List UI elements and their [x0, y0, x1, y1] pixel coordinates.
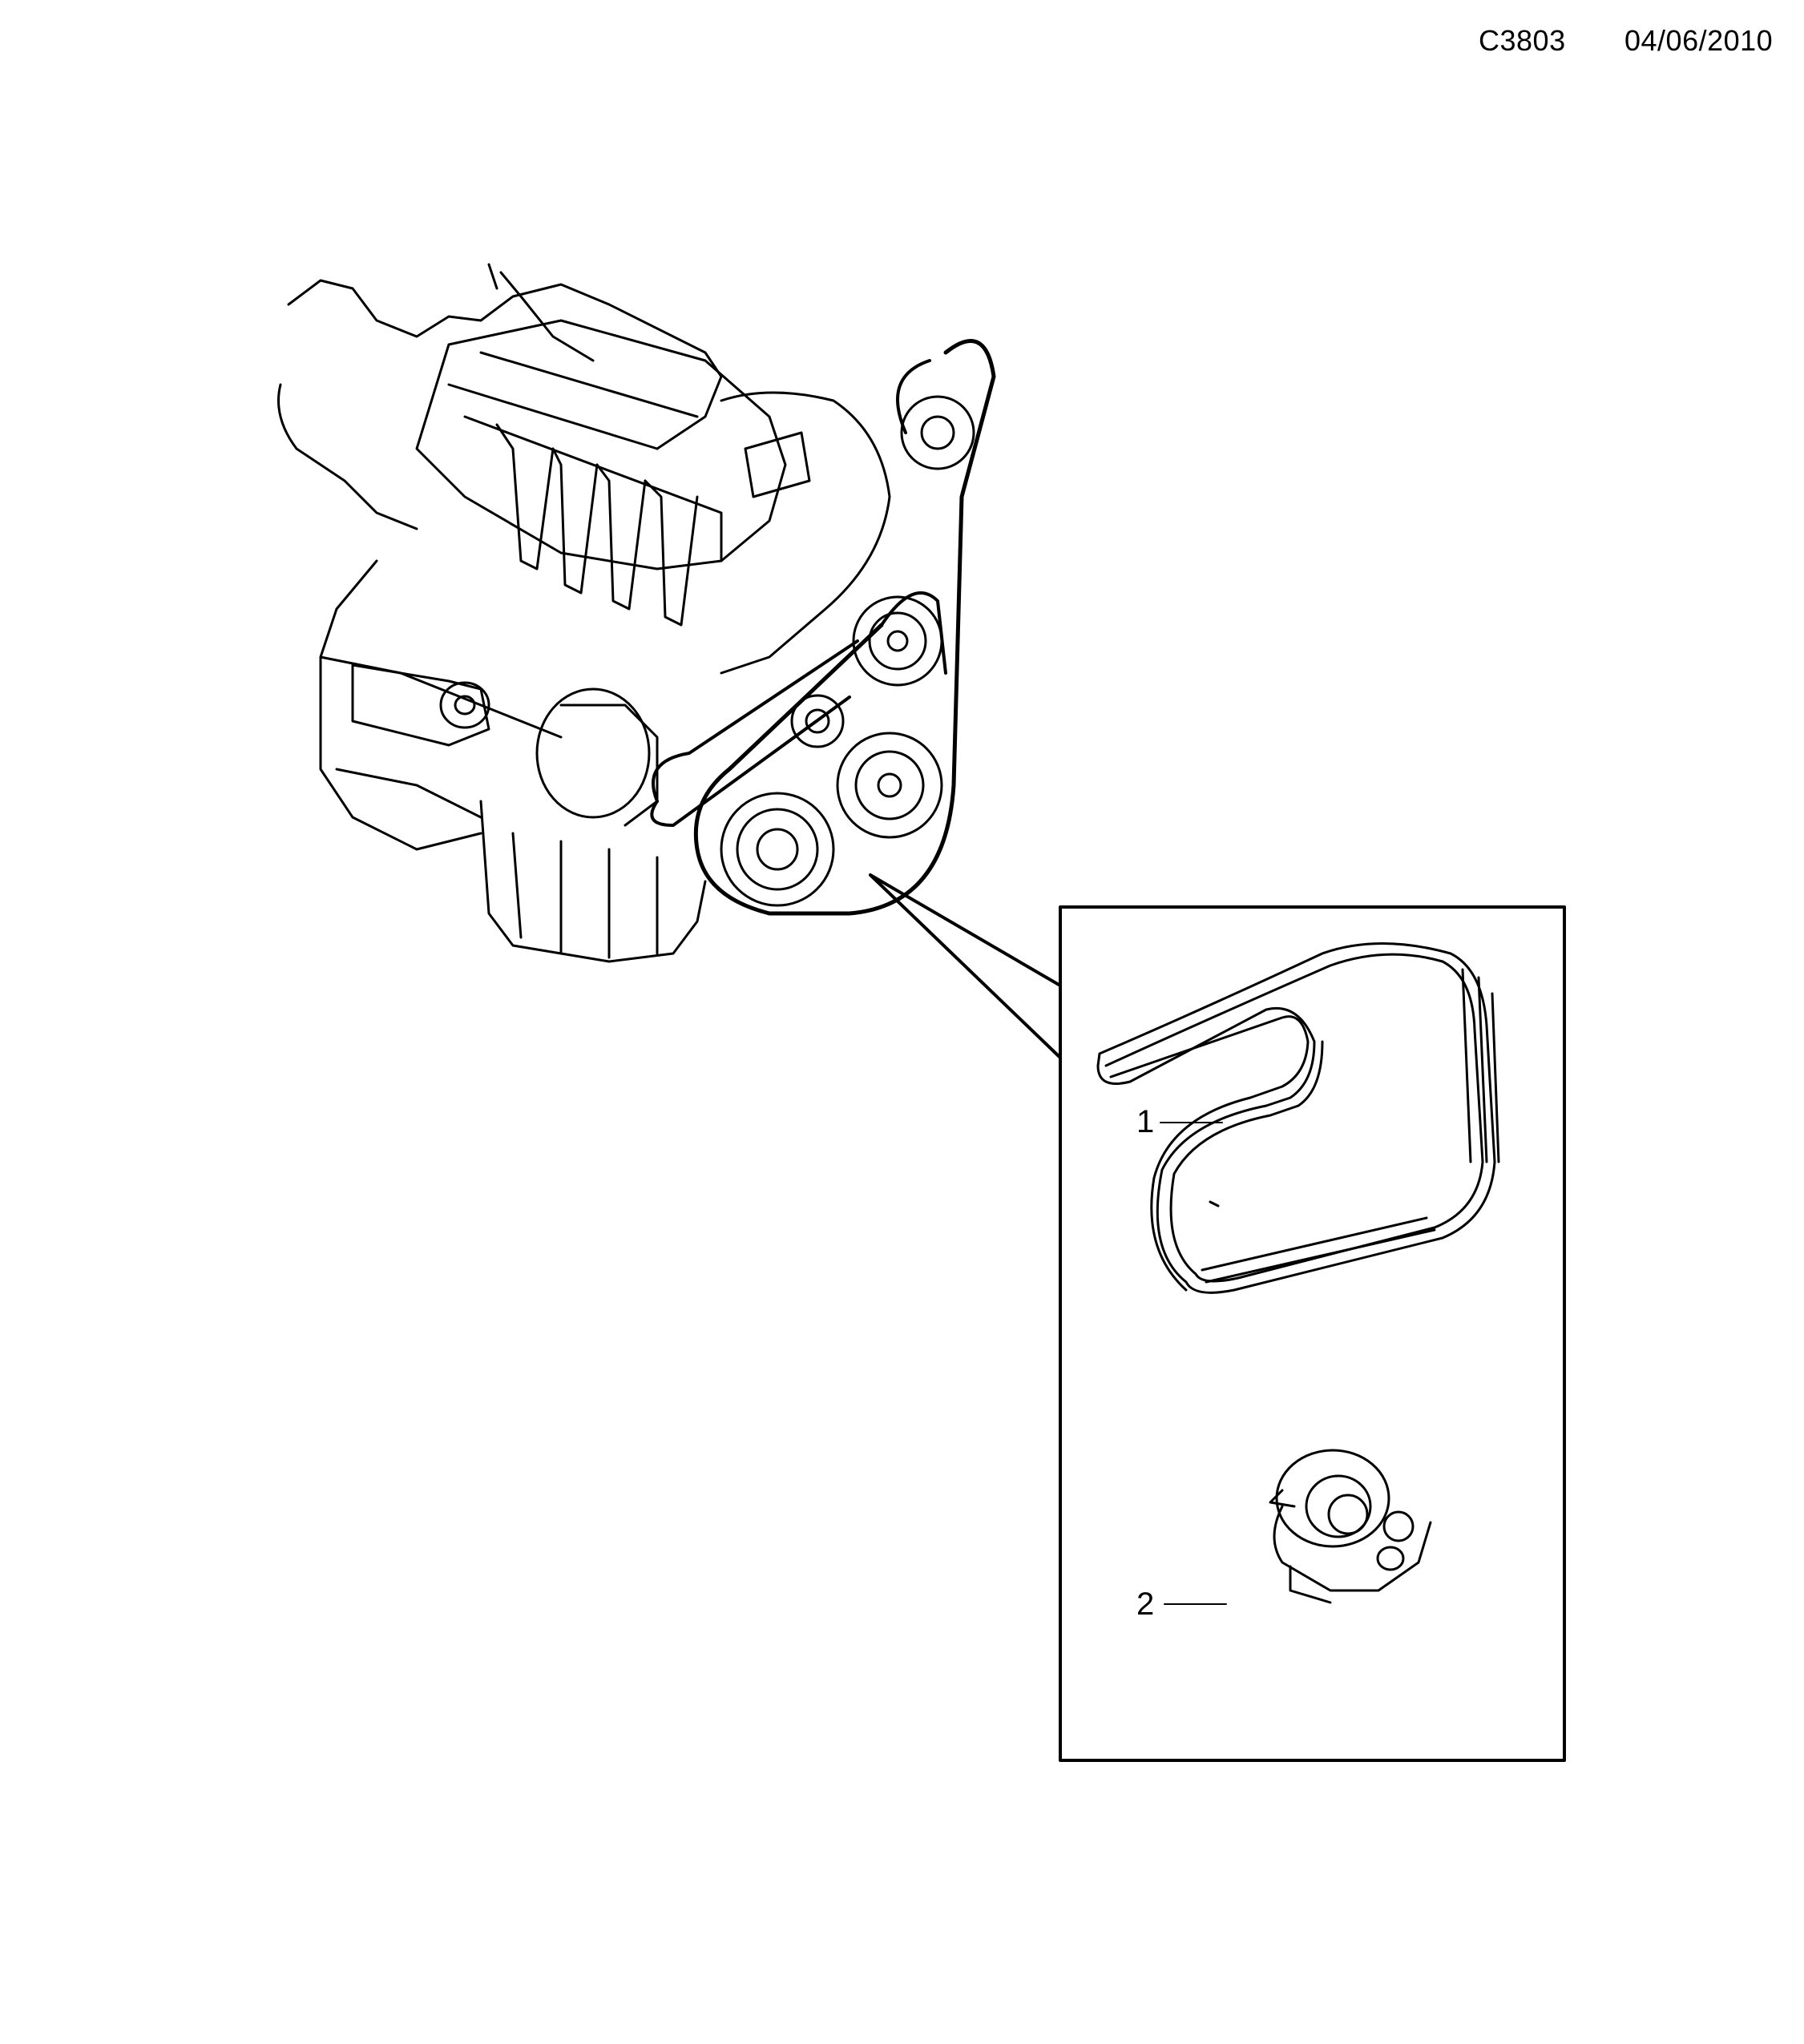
belt-tensioner-illustration — [1209, 1200, 1432, 1604]
callout-2: 2 — [1136, 1586, 1155, 1622]
detail-box — [1059, 905, 1566, 1762]
detail-pointer — [869, 873, 1062, 1059]
callout-1: 1 — [1136, 1104, 1155, 1139]
diagram-reference-code: C3803 — [1479, 24, 1566, 57]
diagram-date: 04/06/2010 — [1624, 24, 1774, 57]
drive-belt-illustration — [1096, 942, 1500, 1294]
engine-illustration — [277, 263, 996, 963]
